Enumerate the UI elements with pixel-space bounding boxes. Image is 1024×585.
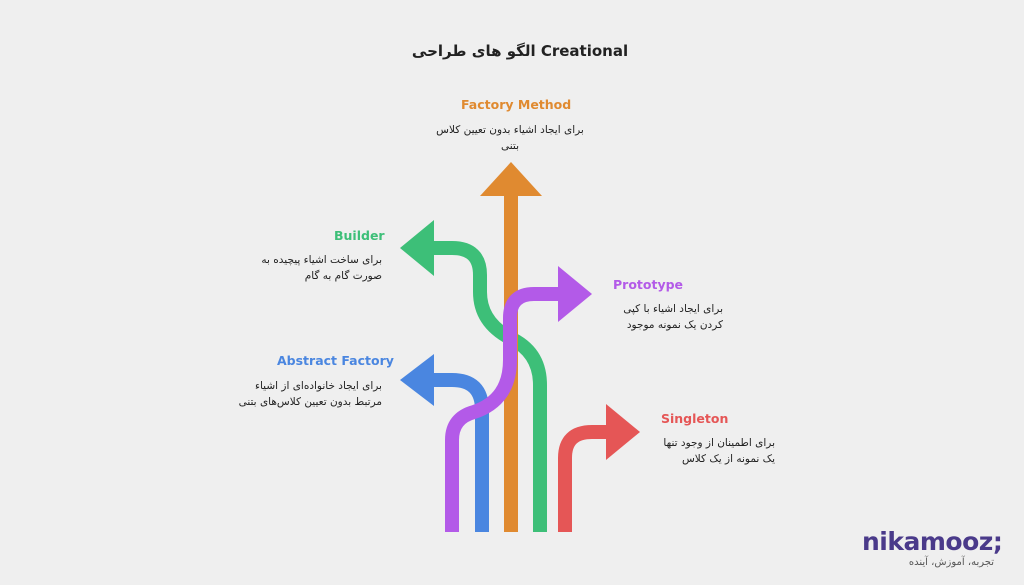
prototype-arrow [445,287,565,532]
prototype-arrowhead [558,266,592,322]
abstract-factory-arrowhead [400,354,434,406]
singleton-label: Singleton [661,411,729,426]
singleton-description: برای اطمینان از وجود تنها یک نمونه از یک… [663,437,775,465]
prototype-label: Prototype [613,277,684,292]
nikamooz-logo: nikamooz; تجربه، آموزش، آینده [862,527,1003,568]
builder-label: Builder [334,228,385,243]
factory-method-label: Factory Method [461,97,572,112]
logo-tagline: تجربه، آموزش، آینده [908,557,994,568]
prototype-description: برای ایجاد اشیاء با کپی کردن یک نمونه مو… [623,303,723,331]
singleton-arrow [558,425,612,532]
diagram-title: الگو های طراحی Creational [411,42,629,60]
abstract-factory-description: برای ایجاد خانواده‌ای از اشیاء مرتبط بدو… [238,380,382,408]
builder-arrow [425,241,547,532]
factory-method-description: برای ایجاد اشیاء بدون تعیین کلاس بتنی [436,124,584,152]
singleton-arrowhead [606,404,640,460]
factory-method-arrowhead [480,162,542,196]
logo-name: nikamooz; [862,527,1003,556]
abstract-factory-label: Abstract Factory [277,353,394,368]
builder-arrowhead [400,220,434,276]
builder-description: برای ساخت اشیاء پیچیده به صورت گام به گا… [261,254,382,282]
